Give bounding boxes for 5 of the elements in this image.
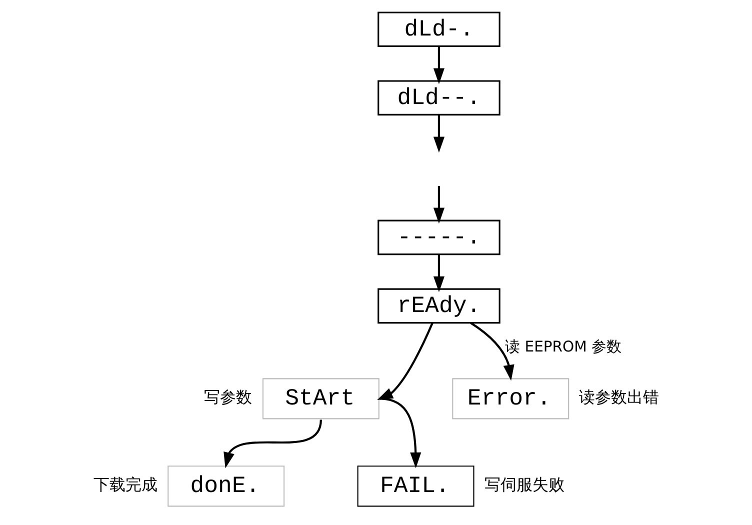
node-label: 下载完成 xyxy=(93,474,158,494)
edge-label: 读 EEPROM 参数 xyxy=(505,338,622,356)
node-label: 写参数 xyxy=(204,387,252,406)
node-label: 写伺服失败 xyxy=(484,474,564,494)
node-label: 读参数出错 xyxy=(579,387,660,406)
